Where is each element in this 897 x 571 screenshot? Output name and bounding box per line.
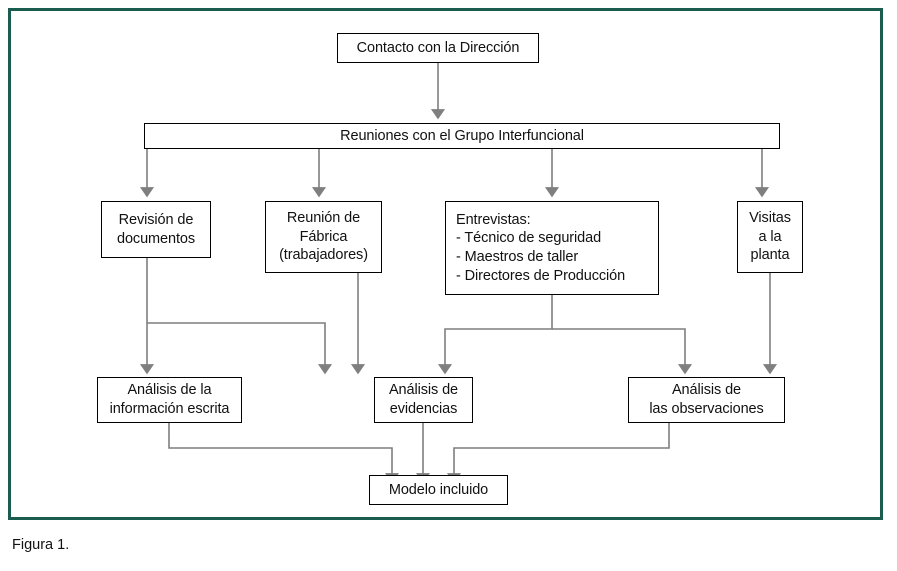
node-reuniones-grupo-interfuncional[interactable]: Reuniones con el Grupo Interfuncional	[144, 123, 780, 149]
node-reuniones-line-0: Reuniones con el Grupo Interfuncional	[340, 127, 584, 144]
figure-frame: Contacto con la Dirección Reuniones con …	[8, 8, 883, 520]
node-entrevistas-line-3: - Directores de Producción	[456, 267, 626, 284]
node-analisis-de-las-observaciones[interactable]: Análisis de las observaciones	[628, 377, 785, 423]
node-revision-de-documentos[interactable]: Revisión de documentos	[101, 201, 211, 258]
node-entrevistas-line-2: - Maestros de taller	[456, 249, 579, 265]
node-revision-line-1: documentos	[117, 230, 195, 247]
edge-analisis-info-modelo	[168, 423, 400, 484]
node-reunion-fabrica-line-1: Fábrica	[299, 228, 348, 245]
node-analisis-evidencias-line-1: evidencias	[389, 401, 458, 417]
node-analisis-obs-line-1: las observaciones	[649, 401, 764, 417]
node-reunion-de-fabrica[interactable]: Reunión de Fábrica (trabajadores)	[265, 201, 382, 273]
node-visitas-line-0: Visitas	[749, 210, 791, 227]
node-analisis-info-line-0: Análisis de la	[127, 382, 212, 399]
node-contacto-con-la-direccion[interactable]: Contacto con la Dirección	[337, 33, 539, 63]
node-contacto-line-0: Contacto con la Dirección	[356, 39, 520, 56]
node-revision-line-0: Revisión de	[118, 211, 194, 228]
node-analisis-evidencias-line-0: Análisis de	[388, 382, 459, 399]
node-reunion-fabrica-line-2: (trabajadores)	[279, 247, 368, 264]
edge-analisis-observaciones-modelo	[446, 423, 670, 484]
node-entrevistas-line-1: - Técnico de seguridad	[456, 230, 602, 247]
edge-entrevistas-analisis-observaciones	[552, 328, 693, 375]
node-analisis-info-line-1: información escrita	[109, 401, 230, 417]
node-analisis-informacion-escrita[interactable]: Análisis de la información escrita	[97, 377, 242, 423]
node-reunion-fabrica-line-0: Reunión de	[286, 210, 361, 227]
node-visitas-line-2: planta	[750, 247, 790, 264]
node-entrevistas[interactable]: Entrevistas: - Técnico de seguridad - Ma…	[445, 201, 659, 295]
node-entrevistas-line-0: Entrevistas:	[456, 211, 531, 228]
node-visitas-line-1: a la	[758, 228, 782, 245]
node-modelo-line-0: Modelo incluido	[388, 481, 489, 498]
flowchart-connectors	[139, 63, 778, 484]
edge-revision-analisis-evidencias	[147, 322, 333, 375]
node-modelo-incluido[interactable]: Modelo incluido	[369, 475, 508, 505]
node-analisis-de-evidencias[interactable]: Análisis de evidencias	[374, 377, 473, 423]
node-analisis-obs-line-0: Análisis de	[671, 382, 742, 399]
figure-caption: Figura 1.	[12, 537, 70, 553]
edge-entrevistas-analisis-evidencias	[437, 295, 553, 375]
node-visitas-a-la-planta[interactable]: Visitas a la planta	[737, 201, 803, 273]
